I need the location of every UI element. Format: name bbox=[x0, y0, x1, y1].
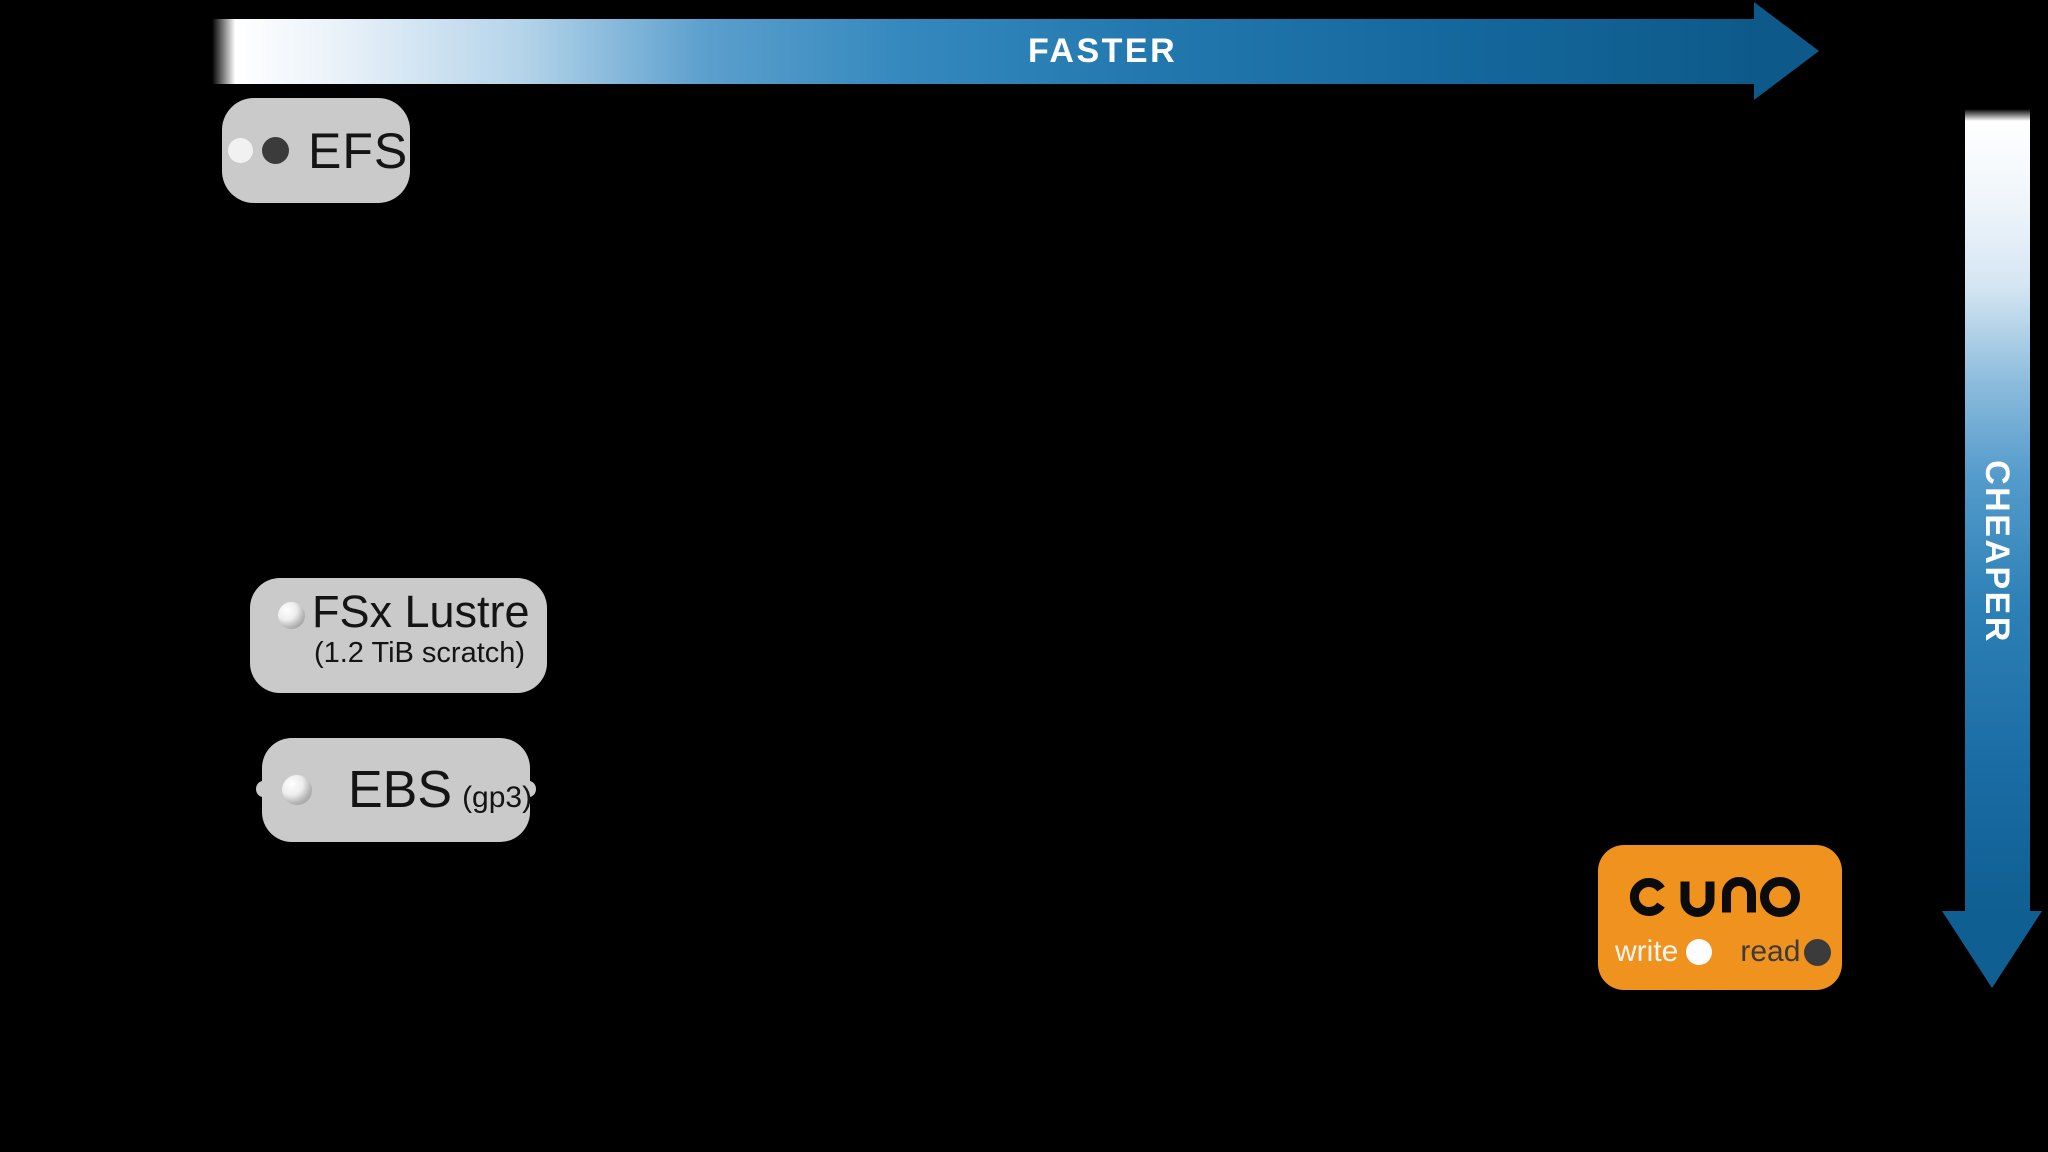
read-marker-icon bbox=[1804, 938, 1832, 966]
faster-arrow-shaft bbox=[212, 19, 1756, 84]
fsx-lustre-label: FSx Lustre bbox=[312, 586, 530, 637]
cuno-logo-icon bbox=[1629, 877, 1800, 917]
efs-label: EFS bbox=[308, 122, 409, 179]
faster-arrow-head-icon bbox=[1754, 2, 1819, 100]
node-ebs: EBS (gp3) bbox=[256, 738, 536, 842]
cuno-write-read-legend: write read bbox=[1598, 937, 1842, 967]
faster-axis-label: FASTER bbox=[1028, 32, 1178, 70]
write-legend-label: write bbox=[1615, 935, 1679, 968]
ebs-sublabel: (gp3) bbox=[462, 781, 533, 814]
ebs-label: EBS bbox=[348, 761, 453, 819]
read-legend-label: read bbox=[1740, 935, 1801, 968]
ebs-left-nub-icon bbox=[256, 781, 270, 797]
efs-write-marker-icon bbox=[228, 138, 253, 163]
node-fsx-lustre: FSx Lustre (1.2 TiB scratch) bbox=[250, 578, 547, 693]
fsx-lustre-sublabel: (1.2 TiB scratch) bbox=[313, 637, 526, 669]
cuno-logo-text: cuno bbox=[1598, 845, 1599, 846]
node-efs: EFS bbox=[222, 98, 410, 203]
ebs-text: EBS (gp3) bbox=[348, 764, 532, 816]
fsx-write-read-marker-icon bbox=[278, 602, 305, 629]
write-marker-icon bbox=[1686, 939, 1713, 965]
ebs-write-read-marker-icon bbox=[282, 775, 312, 805]
cheaper-arrow-shaft bbox=[1965, 109, 2030, 912]
ebs-right-nub-icon bbox=[522, 781, 536, 797]
cheaper-axis-label: CHEAPER bbox=[1978, 460, 2016, 644]
cheaper-arrow-head-icon bbox=[1942, 911, 2042, 988]
efs-read-marker-icon bbox=[262, 137, 289, 164]
node-cuno: cuno write read bbox=[1598, 845, 1842, 990]
